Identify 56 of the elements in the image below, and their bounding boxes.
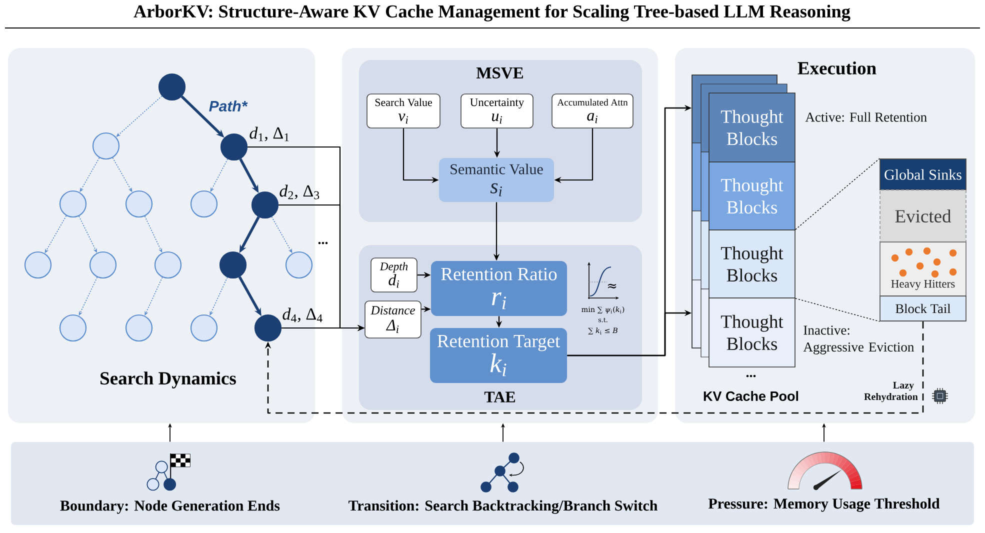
block-segment: Global Sinks — [880, 158, 966, 190]
tree-node — [190, 314, 218, 342]
tree-node — [158, 73, 186, 101]
math-label: d$_{4}$, Δ$_{4}$ — [282, 308, 322, 322]
block-segment: Evicted — [880, 190, 966, 242]
zoom-line — [795, 158, 880, 230]
panel-heading: Search Dynamics — [100, 372, 236, 388]
tree-node — [254, 314, 282, 342]
ellipsis: ... — [746, 374, 756, 378]
dashed-arrow — [264, 321, 924, 414]
variable-box: Accumulated Attn a$_{i}$ — [552, 94, 634, 128]
panel-heading: TAE — [484, 392, 516, 402]
tree-node — [154, 251, 182, 279]
variable-box: Search Value v$_{i}$ — [366, 94, 440, 128]
zoom-line — [795, 298, 880, 322]
variable-box: Uncertainty u$_{i}$ — [460, 94, 534, 128]
variable-box: Depth d$_{i}$ — [370, 258, 418, 292]
memory-block: Thought Blocks — [708, 92, 796, 162]
tree-node — [59, 190, 87, 218]
math-label: d$_{2}$, Δ$_{3}$ — [280, 184, 320, 200]
trigger-caption: Boundary: Node Generation Ends — [60, 500, 280, 514]
tree-node — [125, 190, 153, 218]
process-box: Retention Ratio r$_{i}$ — [431, 261, 567, 316]
tree-node — [92, 132, 120, 160]
tree-node — [219, 251, 247, 279]
title: ArborKV: Structure-Aware KV Cache Management for Scaling Tree-based LLM Reasoning — [134, 4, 850, 22]
state-note: Inactive: Aggressive Eviction — [803, 326, 914, 354]
tree-node — [59, 314, 87, 342]
variable-box: Distance Δ$_{i}$ — [364, 300, 422, 338]
edge-label: Lazy Rehydration — [864, 382, 918, 402]
dotted-arrow — [210, 158, 228, 192]
tree-node — [24, 251, 52, 279]
tree-node — [125, 314, 153, 342]
memory-block: Thought Blocks — [708, 162, 796, 230]
state-note: Active: Full Retention — [805, 112, 927, 122]
dotted-arrow — [116, 96, 162, 137]
block-segment: Heavy Hitters — [880, 242, 966, 296]
ellipsis: ... — [318, 242, 328, 244]
edge-label: Path* — [209, 100, 248, 112]
trigger-caption: Transition: Search Backtracking/Branch Switch — [348, 500, 658, 514]
block-segment: Block Tail — [880, 296, 966, 322]
tree-node — [220, 133, 248, 161]
tree-node — [89, 251, 117, 279]
pool-caption: KV Cache Pool — [704, 391, 798, 401]
panel-heading: MSVE — [476, 67, 523, 79]
trigger-caption: Pressure: Memory Usage Threshold — [708, 498, 940, 512]
panel-heading: Execution — [798, 61, 876, 75]
tree-node — [285, 251, 313, 279]
math-label: d$_{1}$, Δ$_{1}$ — [250, 126, 289, 142]
memory-block: Thought Blocks — [708, 230, 796, 298]
tree-node — [190, 190, 218, 218]
formula-text: ≈ — [608, 284, 616, 288]
tree-node — [251, 191, 279, 219]
process-box: Semantic Value s$_{i}$ — [439, 158, 554, 202]
process-box: Retention Target k$_{i}$ — [430, 328, 567, 383]
memory-block: Thought Blocks — [708, 298, 796, 368]
